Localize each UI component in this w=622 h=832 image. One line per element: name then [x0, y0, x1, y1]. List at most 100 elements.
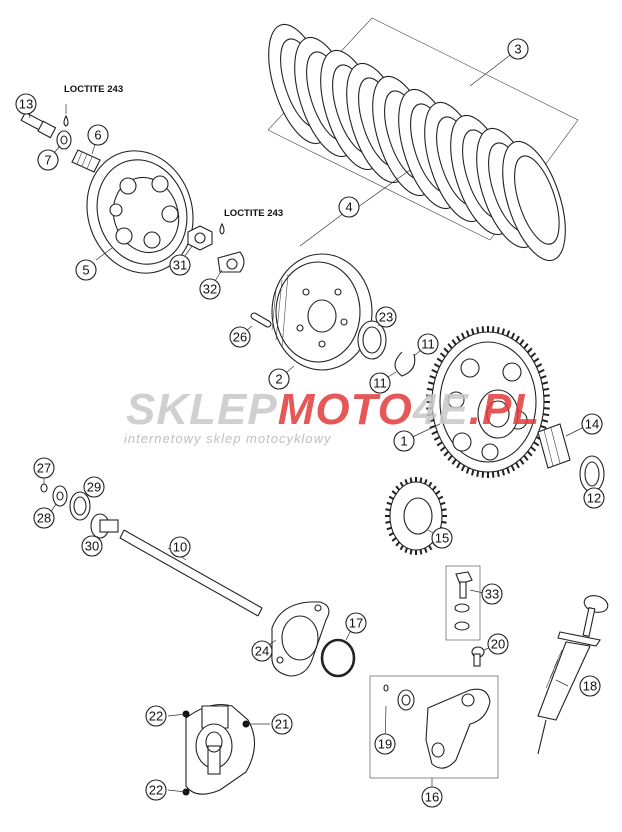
gear-tooth [496, 470, 500, 478]
gear-tooth [470, 469, 475, 476]
gear-tooth [385, 520, 391, 524]
callout-18-label: 18 [583, 679, 597, 694]
gear-tooth [540, 425, 547, 429]
gear-tooth [443, 347, 450, 354]
gear-tooth [476, 470, 480, 478]
gear-tooth [538, 368, 545, 374]
circlip-11 [394, 351, 416, 377]
gear-tooth [419, 549, 423, 555]
gear-tooth [542, 387, 550, 391]
gear-tooth [519, 458, 525, 465]
callout-6-label: 6 [94, 128, 101, 143]
screw-13 [20, 111, 57, 139]
gear-tooth [510, 332, 516, 339]
gear-tooth [501, 469, 506, 476]
callout-4: 4 [338, 196, 360, 218]
gear-tooth [542, 413, 550, 417]
gear-tooth [460, 332, 466, 339]
gear-tooth [427, 381, 435, 385]
gear-tooth [491, 326, 495, 333]
gear-15 [385, 477, 447, 555]
callout-26-label: 26 [233, 330, 247, 345]
callout-5-label: 5 [82, 263, 89, 278]
gear-tooth [506, 330, 511, 337]
gear-tooth [510, 465, 516, 472]
gear-tooth [526, 450, 533, 457]
spring-6 [71, 149, 101, 173]
gear-tooth [428, 544, 433, 551]
gear-tooth [388, 495, 394, 500]
gear-tooth [535, 363, 543, 368]
callout-24: 24 [251, 640, 273, 662]
gear-tooth [388, 532, 394, 537]
gasket-24 [271, 601, 330, 677]
pushrod-10 [119, 529, 263, 617]
gear-tooth [481, 471, 485, 478]
gear-tooth [460, 465, 466, 472]
callout-11a-label: 11 [421, 337, 435, 352]
clutch-plate-inner [514, 155, 560, 245]
loctite-note-mid: LOCTITE 243 [224, 208, 283, 219]
gear-tooth [436, 357, 443, 363]
callout-32: 32 [199, 278, 221, 300]
callout-14-label: 14 [585, 417, 599, 432]
o-ring-27 [40, 483, 48, 493]
watermark-brand-part1: SKLEP [126, 385, 278, 434]
callout-33-label: 33 [485, 587, 499, 602]
gear-tooth [447, 343, 453, 350]
outer-clutch-basket [426, 326, 550, 478]
watermark-brand-part3: 4E [412, 385, 469, 434]
gear-tooth [456, 335, 461, 342]
screw-20 [471, 646, 485, 667]
gear-tooth [427, 419, 435, 423]
callout-11a: 11 [417, 333, 439, 355]
gear-tooth [439, 446, 446, 452]
callout-22a: 22 [145, 705, 167, 727]
callout-19: 19 [374, 733, 396, 755]
pressure-cap [86, 150, 194, 274]
gear-tooth [465, 467, 470, 474]
callout-22a-label: 22 [149, 709, 163, 724]
callout-21-label: 21 [275, 717, 289, 732]
callout-17-label: 17 [349, 616, 363, 631]
callout-4-label: 4 [345, 200, 352, 215]
callout-20-label: 20 [491, 637, 505, 652]
callout-1: 1 [393, 430, 415, 452]
callout-30-label: 30 [85, 539, 99, 554]
gear-tooth [470, 328, 475, 335]
gear-tooth [523, 454, 529, 461]
gear-tooth [428, 481, 433, 488]
gear-tooth [491, 471, 495, 478]
callout-15-label: 15 [435, 531, 449, 546]
gear-tooth [431, 485, 437, 491]
callout-19-label: 19 [378, 737, 392, 752]
gear-tooth [543, 394, 550, 397]
callout-27-label: 27 [37, 461, 51, 476]
callout-28: 28 [33, 507, 55, 529]
master-cylinder-16 [369, 675, 499, 779]
gear-tooth [441, 520, 447, 524]
callout-31-label: 31 [173, 258, 187, 273]
callout-10: 10 [169, 536, 191, 558]
gear-tooth [385, 508, 391, 512]
callout-24-label: 24 [255, 644, 269, 659]
watermark-brand: SKLEPMOTO4E.PL [126, 385, 540, 434]
callout-29-label: 29 [87, 480, 101, 495]
gear-tooth [395, 485, 401, 491]
loctite-drop-mid [219, 222, 225, 235]
washer-23 [357, 320, 387, 360]
clutch-plate [502, 140, 566, 262]
callout-32-label: 32 [203, 282, 217, 297]
callout-28-label: 28 [37, 511, 51, 526]
clutch-plate-stack [267, 17, 579, 262]
callout-7: 7 [37, 149, 59, 171]
watermark: SKLEPMOTO4E.PL internetowy sklep motocyk… [124, 385, 540, 446]
callout-23-label: 23 [379, 310, 393, 325]
gear-tooth [447, 454, 453, 461]
callout-6: 6 [87, 124, 109, 146]
gear-tooth [515, 335, 520, 342]
gear-tooth [530, 352, 537, 358]
gear-tooth [541, 419, 549, 423]
